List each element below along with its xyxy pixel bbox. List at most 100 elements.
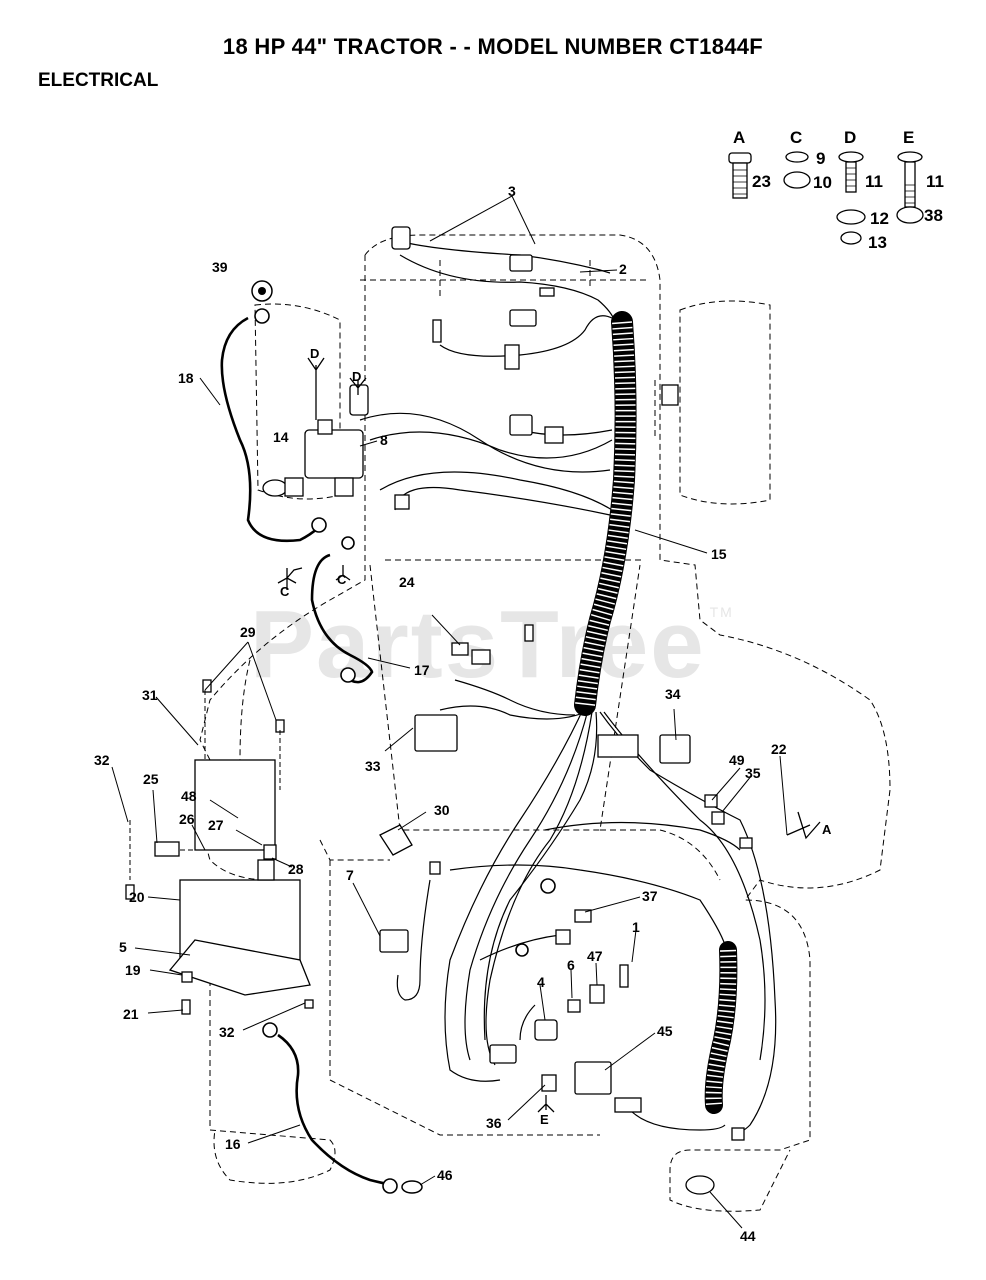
callout-25: 25 bbox=[143, 771, 159, 787]
callout-1: 1 bbox=[632, 919, 640, 935]
hardware-column-a: A bbox=[733, 128, 746, 147]
ref-letter-c-2: C bbox=[337, 572, 347, 587]
callout-18: 18 bbox=[178, 370, 194, 386]
hardware-part-13: 13 bbox=[868, 233, 887, 252]
relay-45-icon bbox=[574, 1061, 612, 1095]
callout-22: 22 bbox=[771, 741, 787, 757]
connector-3-icon bbox=[391, 226, 411, 250]
hardware-column-d: D bbox=[844, 128, 857, 147]
callout-17: 17 bbox=[414, 662, 430, 678]
callout-16: 16 bbox=[225, 1136, 241, 1152]
screw-29a-icon bbox=[202, 679, 212, 693]
callout-45: 45 bbox=[657, 1023, 673, 1039]
nut-39-icon bbox=[251, 280, 273, 302]
callout-35: 35 bbox=[745, 765, 761, 781]
plug-30-icon bbox=[379, 824, 413, 856]
callout-20: 20 bbox=[129, 889, 145, 905]
trademark: TM bbox=[709, 604, 734, 620]
clip-1-icon bbox=[619, 964, 629, 988]
callout-2: 2 bbox=[619, 261, 627, 277]
cable-17 bbox=[310, 553, 374, 684]
pto-assembly bbox=[125, 679, 314, 1015]
callout-44: 44 bbox=[740, 1228, 756, 1244]
callout-14: 14 bbox=[273, 429, 289, 445]
clip-6-icon bbox=[567, 999, 581, 1013]
corrugated-loom-rear bbox=[704, 941, 738, 1114]
spring-25-icon bbox=[154, 841, 180, 857]
ring-terminals bbox=[254, 308, 556, 1194]
bolt-11-shank-icon bbox=[904, 161, 916, 208]
switch-28-icon bbox=[263, 844, 277, 860]
ref-letter-d-2: D bbox=[352, 369, 362, 384]
callout-32-top: 32 bbox=[94, 752, 110, 768]
tie-44-icon bbox=[685, 1175, 715, 1195]
nut-19-icon bbox=[181, 971, 193, 983]
hardware-column-c: C bbox=[790, 128, 803, 147]
hardware-legend-icons bbox=[728, 151, 924, 245]
section-heading: ELECTRICAL bbox=[38, 70, 159, 91]
ground-symbols bbox=[277, 357, 821, 1113]
clip-35-icon bbox=[711, 811, 725, 825]
plug-47-icon bbox=[589, 984, 605, 1004]
callout-24: 24 bbox=[399, 574, 415, 590]
callout-49: 49 bbox=[729, 752, 745, 768]
wire-harness bbox=[359, 239, 777, 1134]
module-33-icon bbox=[414, 714, 458, 752]
callout-32-bottom: 32 bbox=[219, 1024, 235, 1040]
screw-11-head-icon bbox=[838, 151, 864, 163]
callout-36: 36 bbox=[486, 1115, 502, 1131]
callout-27: 27 bbox=[208, 817, 224, 833]
leader-lines bbox=[111, 195, 788, 1229]
callout-48: 48 bbox=[181, 788, 197, 804]
bracket-31-icon bbox=[194, 759, 276, 851]
callout-29: 29 bbox=[240, 624, 256, 640]
plate-5-icon bbox=[168, 939, 311, 996]
washer-12-icon bbox=[836, 209, 866, 225]
key-switch-14-icon bbox=[262, 479, 288, 497]
hardware-part-23: 23 bbox=[752, 172, 771, 191]
callout-7: 7 bbox=[346, 867, 354, 883]
connector-37-icon bbox=[574, 909, 592, 923]
callout-31: 31 bbox=[142, 687, 158, 703]
bolt-21-icon bbox=[181, 999, 191, 1015]
components bbox=[262, 226, 753, 1195]
hardware-column-e: E bbox=[903, 128, 915, 147]
hardware-part-38: 38 bbox=[924, 206, 943, 225]
ref-letter-d-1: D bbox=[310, 346, 320, 361]
screw-32-icon bbox=[125, 884, 135, 900]
callout-46: 46 bbox=[437, 1167, 453, 1183]
nut-38-icon bbox=[896, 206, 924, 224]
callout-19: 19 bbox=[125, 962, 141, 978]
cable-18 bbox=[220, 316, 319, 543]
switch-36-icon bbox=[541, 1074, 557, 1092]
switch-7-icon bbox=[379, 929, 409, 953]
hardware-part-12: 12 bbox=[870, 209, 889, 228]
relay-34-icon bbox=[659, 734, 691, 764]
ref-letter-a: A bbox=[822, 822, 832, 837]
switch-4-icon bbox=[534, 1019, 558, 1041]
connector-24-icon bbox=[451, 642, 469, 656]
callout-6: 6 bbox=[567, 957, 575, 973]
callout-4: 4 bbox=[537, 974, 545, 990]
callout-47: 47 bbox=[587, 948, 603, 964]
callout-26: 26 bbox=[179, 811, 195, 827]
callout-3: 3 bbox=[508, 183, 516, 199]
ref-letter-e: E bbox=[540, 1112, 549, 1127]
ref-letter-c-1: C bbox=[280, 584, 290, 599]
callout-39: 39 bbox=[212, 259, 228, 275]
hardware-part-11-d: 11 bbox=[865, 172, 883, 191]
battery-cables bbox=[220, 316, 393, 1187]
page-title: 18 HP 44" TRACTOR - - MODEL NUMBER CT184… bbox=[222, 34, 764, 59]
corrugated-loom-15 bbox=[574, 311, 637, 716]
callout-34: 34 bbox=[665, 686, 681, 702]
solenoid-8-icon bbox=[304, 429, 364, 479]
lock-washer-9-icon bbox=[785, 151, 809, 163]
washer-46-icon bbox=[401, 1180, 423, 1194]
bolt-11-head-icon bbox=[897, 151, 923, 163]
callout-37: 37 bbox=[642, 888, 658, 904]
cable-16 bbox=[277, 1033, 393, 1187]
hardware-threads bbox=[733, 167, 915, 204]
screw-32b-icon bbox=[304, 999, 314, 1009]
hardware-part-10: 10 bbox=[813, 173, 832, 192]
